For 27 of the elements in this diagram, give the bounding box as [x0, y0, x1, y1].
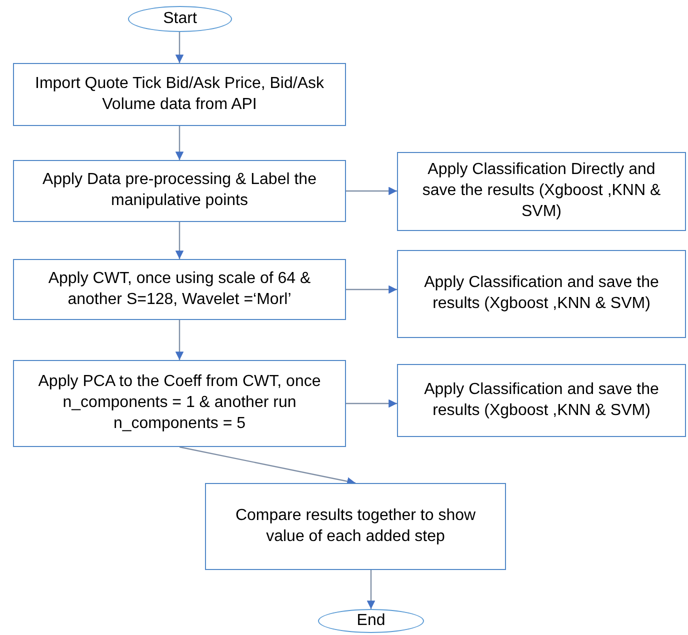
node-text: Apply Classification and save the results (Xgboost ,KNN & SVM)	[423, 273, 660, 314]
process-box	[13, 259, 346, 320]
process-box	[397, 364, 686, 437]
node-text: Start	[163, 8, 197, 29]
node-text: Apply Classification Directly and save the results (Xgboost ,KNN & SVM)	[421, 160, 662, 222]
arrow	[366, 570, 376, 609]
arrow	[175, 222, 184, 259]
node-text: Apply PCA to the Coeff from CWT, once n_components = 1 & another run n_components = 5	[37, 372, 322, 434]
arrow	[179, 446, 356, 486]
node-text: Apply Data pre-processing & Label the manipulative points	[42, 170, 318, 211]
process-box	[13, 360, 346, 447]
node-text: Apply CWT, once using scale of 64 & another S=128, Wavelet =‘Morl’	[47, 268, 312, 310]
node-text: Apply Classification and save the results (Xgboost ,KNN & SVM)	[423, 380, 660, 420]
process-box	[397, 152, 686, 231]
process-box	[13, 63, 346, 126]
process-box	[13, 160, 346, 222]
arrow	[175, 126, 184, 160]
arrow	[346, 399, 397, 408]
node-text: Compare results together to show value of each added step	[234, 506, 477, 546]
arrow	[175, 320, 184, 360]
process-box	[205, 483, 506, 570]
process-box	[397, 250, 686, 338]
node-text: Import Quote Tick Bid/Ask Price, Bid/Ask Volume data from API	[34, 74, 325, 114]
node-text: End	[356, 610, 386, 631]
arrow	[346, 186, 397, 196]
arrow	[175, 32, 184, 63]
arrow	[346, 285, 397, 294]
